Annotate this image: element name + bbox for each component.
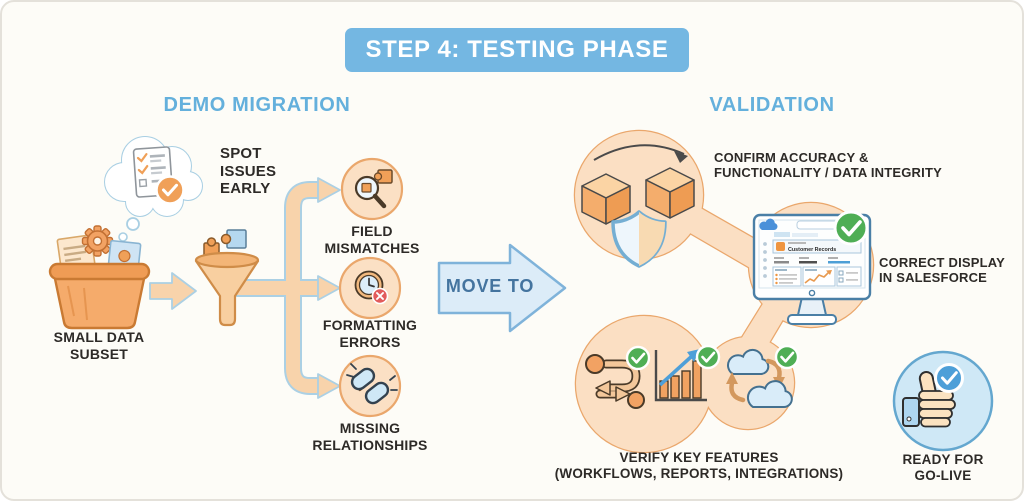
gear-icon <box>81 225 114 257</box>
branch-arrows <box>234 177 341 399</box>
check-badge-icon <box>833 210 869 246</box>
missing-relationships-label: MISSING RELATIONSHIPS <box>312 420 428 453</box>
thought-checklist-icon <box>132 146 174 198</box>
verify-key-features-label: VERIFY KEY FEATURES (WORKFLOWS, REPORTS,… <box>554 450 844 481</box>
move-to-label: MOVE TO <box>445 276 535 296</box>
spot-issues-label: SPOT ISSUES EARLY <box>220 145 277 198</box>
small-data-subset-label: SMALL DATA SUBSET <box>53 329 145 362</box>
cloud-sync-icon <box>726 344 800 408</box>
check-badge-icon <box>934 363 964 393</box>
cubes-shield-icon <box>581 144 695 268</box>
thought-bubble <box>104 136 203 242</box>
confirm-accuracy-label: CONFIRM ACCURACY & FUNCTIONALITY / DATA … <box>714 150 942 181</box>
salesforce-monitor-icon: Customer Records <box>752 210 872 325</box>
magnifier-puzzle-icon <box>354 169 393 209</box>
workflow-icon <box>585 345 651 409</box>
report-chart-icon <box>654 344 721 402</box>
check-badge-icon <box>155 175 185 205</box>
field-mismatches-label: FIELD MISMATCHES <box>324 223 420 256</box>
correct-display-label: CORRECT DISPLAY IN SALESFORCE <box>879 255 1006 286</box>
thumbs-up-icon <box>892 350 994 452</box>
check-badge-icon <box>625 345 651 371</box>
screen-record-title: Customer Records <box>788 247 836 253</box>
data-basket-icon <box>48 225 151 330</box>
ready-for-golive-label: READY FOR GO-LIVE <box>902 452 984 483</box>
formatting-errors-label: FORMATTING ERRORS <box>322 317 418 350</box>
flow-arrow-icon <box>149 272 197 310</box>
demo-migration-heading: DEMO MIGRATION <box>163 94 351 116</box>
validation-heading: VALIDATION <box>709 94 835 116</box>
check-badge-icon <box>774 344 800 370</box>
funnel-puzzle-icon <box>194 229 260 327</box>
issue-circles <box>338 157 404 418</box>
move-to-arrow <box>437 243 567 333</box>
page-title: STEP 4: TESTING PHASE <box>345 28 689 72</box>
check-badge-icon <box>695 344 721 370</box>
clock-error-icon <box>354 270 389 305</box>
broken-link-icon <box>346 363 398 405</box>
